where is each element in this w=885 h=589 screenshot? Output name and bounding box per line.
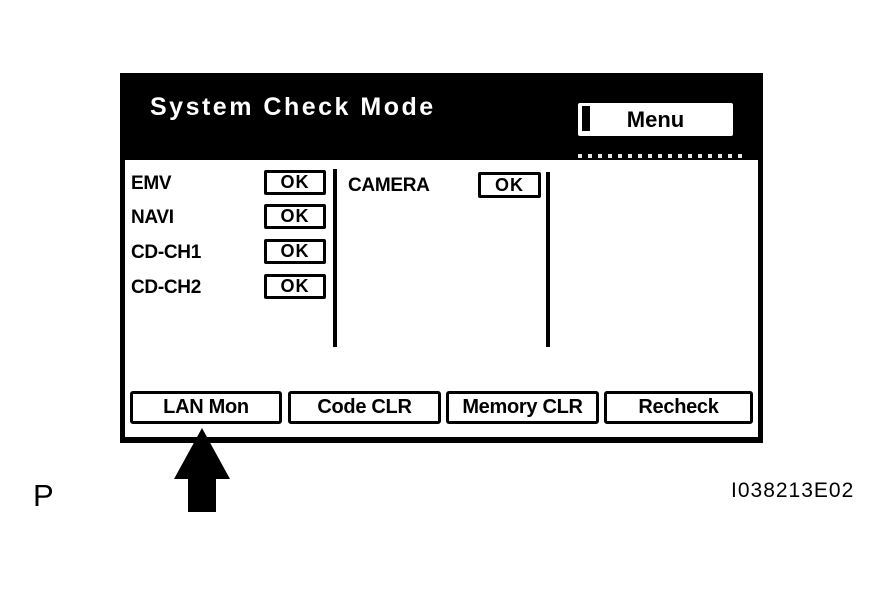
figure-code: I038213E02 bbox=[731, 479, 855, 502]
system-label: NAVI bbox=[131, 207, 174, 228]
status-ok-box[interactable]: OK bbox=[478, 172, 541, 198]
system-row: CAMERA OK bbox=[345, 172, 545, 198]
recheck-button[interactable]: Recheck bbox=[604, 391, 753, 424]
page-title: System Check Mode bbox=[150, 93, 436, 121]
lan-mon-button[interactable]: LAN Mon bbox=[130, 391, 282, 424]
arrow-up-icon bbox=[174, 428, 230, 512]
erased-label-artifact bbox=[582, 106, 590, 131]
system-row: NAVI OK bbox=[125, 204, 335, 230]
system-label: CD-CH1 bbox=[131, 242, 201, 263]
memory-clr-button[interactable]: Memory CLR bbox=[446, 391, 599, 424]
figure-label: P bbox=[33, 478, 54, 513]
status-ok-box[interactable]: OK bbox=[264, 239, 326, 264]
status-ok-box[interactable]: OK bbox=[264, 274, 326, 299]
screen-body: EMV OK NAVI OK CD-CH1 OK CD-CH2 OK CAMER… bbox=[125, 160, 758, 437]
clipped-text-artifact bbox=[578, 154, 746, 158]
menu-button[interactable]: Menu bbox=[578, 103, 733, 136]
column-divider bbox=[333, 169, 337, 347]
system-row: CD-CH1 OK bbox=[125, 239, 335, 265]
system-check-screen: System Check Mode Menu EMV OK NAVI OK CD… bbox=[120, 73, 763, 443]
system-label: CAMERA bbox=[348, 175, 430, 196]
status-ok-box[interactable]: OK bbox=[264, 170, 326, 195]
column-divider bbox=[546, 172, 550, 347]
system-label: CD-CH2 bbox=[131, 277, 201, 298]
system-row: CD-CH2 OK bbox=[125, 274, 335, 300]
system-label: EMV bbox=[131, 173, 172, 194]
code-clr-button[interactable]: Code CLR bbox=[288, 391, 441, 424]
status-ok-box[interactable]: OK bbox=[264, 204, 326, 229]
system-row: EMV OK bbox=[125, 170, 335, 196]
